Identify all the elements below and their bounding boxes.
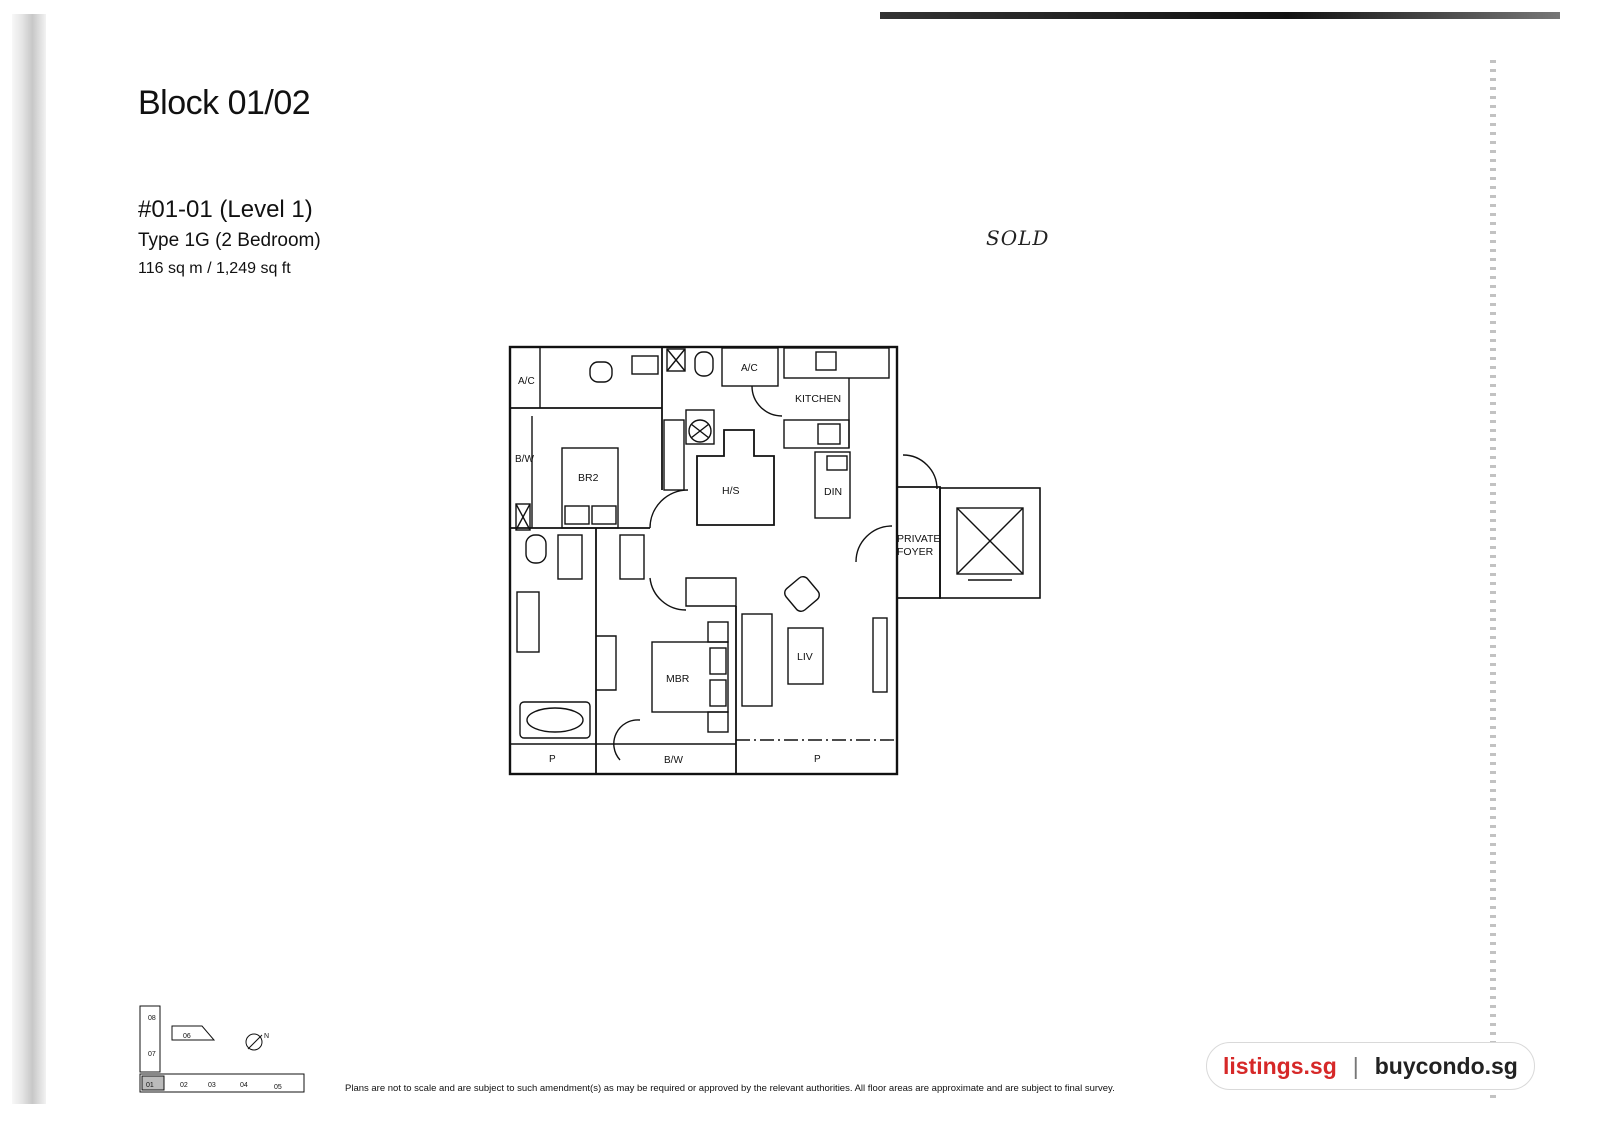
label-foyer: FOYER [897, 546, 934, 558]
floor-plan: A/C A/C KITCHEN B/W BR2 H/S DIN PRIVATE … [508, 345, 1041, 776]
br2-pillow-1 [564, 505, 590, 525]
keyplan-label-08: 08 [148, 1015, 156, 1022]
disclaimer: Plans are not to scale and are subject t… [345, 1083, 1115, 1094]
br2-bed [561, 447, 619, 529]
mbr-pillow-2 [709, 679, 727, 707]
block-title: Block 01/02 [138, 84, 311, 122]
br2-door-swing [649, 489, 689, 529]
watermark-separator: | [1352, 1052, 1359, 1079]
label-br2: BR2 [578, 472, 599, 484]
shaft-cross-2 [666, 348, 686, 372]
bathtub [519, 701, 591, 739]
label-kitchen: KITCHEN [795, 393, 841, 405]
mbr-bedside-bottom [707, 711, 729, 733]
lift-core [939, 487, 1041, 599]
wardrobe-left [557, 534, 583, 580]
keyplan-label-01: 01 [146, 1082, 154, 1089]
watermark: listings.sg | buycondo.sg [1206, 1042, 1535, 1090]
foyer-door-swing [902, 454, 938, 490]
lift-cross-2 [956, 507, 1024, 575]
north-arrow-line [247, 1034, 263, 1050]
scan-edge-right [1490, 60, 1496, 1100]
basin-icon [631, 355, 659, 375]
keyplan-row [139, 1073, 305, 1093]
kitchen-door-swing [751, 385, 783, 417]
main-door-swing [855, 525, 893, 563]
mbr-entry-swing [649, 577, 687, 611]
label-private: PRIVATE [897, 533, 940, 545]
scan-edge-top [880, 12, 1560, 19]
shaft-left-cross [515, 503, 531, 531]
keyplan-tower-left [139, 1005, 161, 1073]
armchair [784, 576, 820, 612]
label-bw-bottom: B/W [664, 755, 683, 766]
mbath-toilet-icon [525, 534, 547, 564]
washer-drum-icon [688, 419, 712, 443]
mbr-door-swing [613, 719, 641, 761]
tv-console [872, 617, 888, 693]
mbr-pillow-1 [709, 647, 727, 675]
north-arrow-icon [245, 1033, 263, 1051]
label-bw-left: B/W [515, 454, 534, 465]
watermark-buycondo: buycondo.sg [1374, 1052, 1518, 1079]
label-hs: H/S [722, 485, 740, 497]
mbr-bed [651, 641, 729, 713]
mbr-bedside-top [707, 621, 729, 643]
coffee-table [787, 627, 824, 685]
label-ac-top: A/C [741, 363, 758, 374]
sofa [741, 613, 773, 707]
kitchen-counter-top [783, 347, 890, 379]
washer-cross [690, 423, 710, 439]
mbr-side-unit [596, 635, 617, 691]
wc2-toilet-icon [694, 351, 714, 377]
keyplan-label-07: 07 [148, 1051, 156, 1058]
keyplan-unit-01-highlight [141, 1075, 165, 1091]
ac-top-box [721, 347, 779, 387]
outer-wall [508, 345, 899, 776]
unit-type: Type 1G (2 Bedroom) [138, 230, 321, 251]
shaft-box [666, 348, 686, 372]
sink-icon [815, 351, 837, 371]
wardrobe-right [619, 534, 645, 580]
north-label: N [264, 1033, 269, 1040]
keyplan-block-06 [171, 1025, 216, 1041]
wardrobe-br2 [663, 419, 685, 491]
washer-box [685, 409, 715, 445]
label-mbr: MBR [666, 673, 690, 685]
unit-area: 116 sq m / 1,249 sq ft [138, 260, 291, 277]
keyplan-label-02: 02 [180, 1082, 188, 1089]
wc-toilet-icon [589, 361, 613, 383]
watermark-listings: listings.sg [1223, 1052, 1337, 1079]
keyplan-label-04: 04 [240, 1082, 248, 1089]
unit-number: #01-01 (Level 1) [138, 196, 313, 223]
mbr-wardrobe [685, 577, 737, 607]
dining-chair-top [826, 455, 848, 471]
lift-shaft [956, 507, 1024, 575]
household-shelter [696, 429, 775, 526]
label-liv: LIV [797, 651, 813, 663]
keyplan-label-06: 06 [183, 1033, 191, 1040]
keyplan-label-03: 03 [208, 1082, 216, 1089]
key-plan: 01 02 03 04 05 06 07 08 N [139, 1005, 305, 1093]
keyplan-label-05: 05 [274, 1084, 282, 1091]
label-p-right: P [814, 754, 821, 765]
bathtub-inner [526, 707, 584, 733]
br2-pillow-2 [591, 505, 617, 525]
hob-icon [817, 423, 841, 445]
label-din: DIN [824, 486, 842, 498]
dining-table [814, 451, 851, 519]
vanity [516, 591, 540, 653]
label-ac-left: A/C [518, 376, 535, 387]
label-p-left: P [549, 754, 556, 765]
shaft-left [515, 503, 531, 531]
scan-edge-left [12, 14, 46, 1104]
sold-note: SOLD [986, 226, 1050, 250]
